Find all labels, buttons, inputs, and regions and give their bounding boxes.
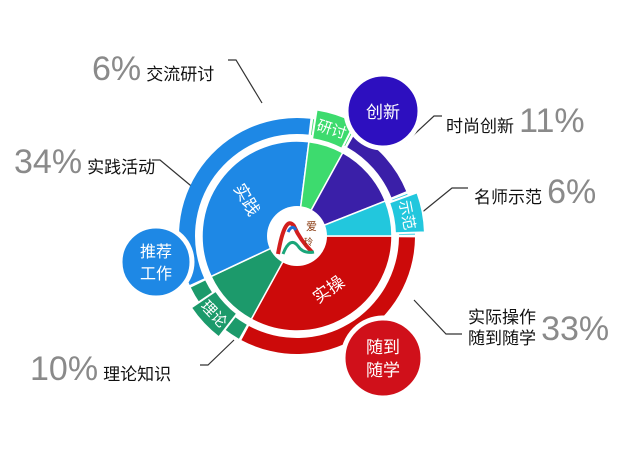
- ring-segment-2: [179, 117, 311, 285]
- logo-mark-blue: [286, 225, 298, 233]
- callout-innovation: 时尚创新 11%: [446, 104, 585, 138]
- pie-slice-4: [295, 151, 387, 238]
- recommend-badge-text-1: 推荐: [140, 242, 172, 261]
- ring-tab-label-5: 示范: [395, 199, 418, 232]
- leader-line-4: [419, 187, 468, 215]
- callout-communicate: 6% 交流研讨: [92, 52, 214, 86]
- logo-text-2: 玲: [304, 236, 313, 248]
- callout-innovation-percent: 11%: [519, 102, 585, 140]
- ring-tab-1: [189, 289, 239, 339]
- callout-operation-label-2: 随到随学: [468, 329, 536, 349]
- leader-line-5: [413, 299, 462, 335]
- callout-practice: 34% 实践活动: [14, 145, 155, 179]
- callout-practice-label: 实践活动: [87, 158, 156, 178]
- recommend-badge: [117, 223, 195, 301]
- recommend-badge-text-2: 工作: [140, 264, 172, 283]
- callout-innovation-label: 时尚创新: [446, 117, 514, 137]
- anytime-badge-text-1: 随到: [366, 338, 400, 358]
- callout-communicate-percent: 6%: [92, 50, 142, 88]
- callout-operation-label-1: 实际操作: [468, 308, 536, 328]
- leader-line-2: [200, 339, 235, 366]
- callout-theory-label: 理论知识: [103, 365, 172, 385]
- badges: 创新 推荐 工作 随到 随学: [117, 71, 426, 401]
- callout-operation-percent: 33%: [541, 310, 610, 348]
- center-logo: 爱 玲: [267, 206, 327, 266]
- callout-communicate-label: 交流研讨: [146, 65, 215, 85]
- callout-operation: 实际操作 随到随学 33%: [468, 310, 609, 348]
- callout-demonstration: 名师示范 6%: [474, 175, 596, 209]
- callout-theory: 10% 理论知识: [30, 352, 171, 386]
- logo-mark-green: [281, 240, 315, 255]
- logo-text-1: 爱: [306, 220, 317, 233]
- callout-demonstration-percent: 6%: [547, 173, 597, 211]
- ring-segment-4: [347, 133, 407, 198]
- anytime-badge: [340, 315, 426, 401]
- leader-line-0: [228, 59, 263, 104]
- ring-tab-5: [387, 191, 426, 235]
- callout-demonstration-label: 名师示范: [474, 188, 542, 208]
- logo-mark-red: [276, 221, 314, 255]
- callout-theory-percent: 10%: [30, 350, 99, 388]
- innovate-badge: [343, 71, 423, 151]
- innovate-badge-text: 创新: [366, 103, 400, 123]
- leader-line-1: [152, 159, 197, 191]
- callout-practice-percent: 34%: [14, 143, 83, 181]
- anytime-badge-text-2: 随学: [366, 361, 400, 381]
